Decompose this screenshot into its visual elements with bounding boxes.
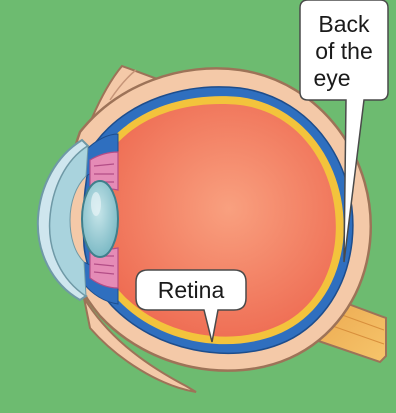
back-of-eye-label-line3: eye	[313, 65, 350, 91]
back-of-eye-label-line1: Back	[318, 11, 370, 37]
lens-highlight	[91, 192, 101, 216]
lens	[82, 181, 118, 257]
back-of-eye-label-line2: of the	[315, 38, 373, 64]
retina-label: Retina	[158, 277, 225, 303]
